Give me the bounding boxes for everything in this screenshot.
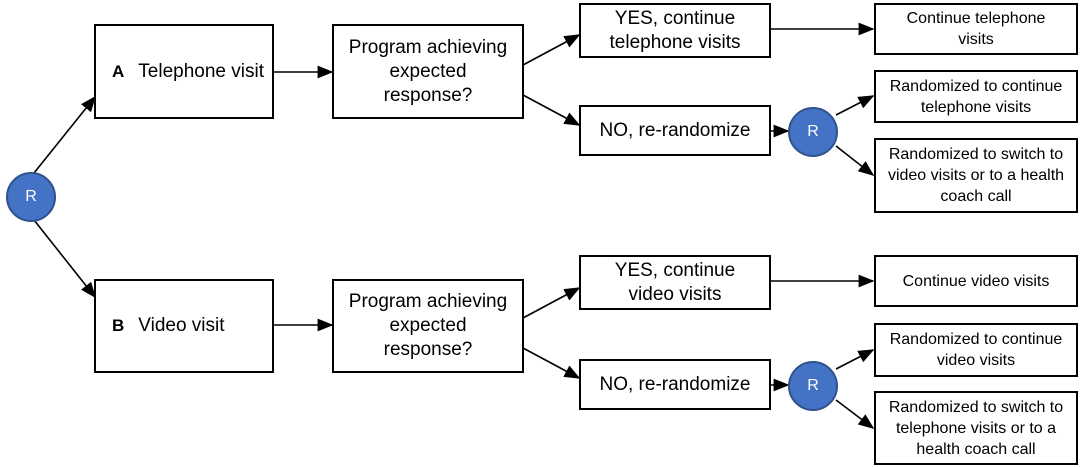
arm-b-yes-outcome-box: Continue video visits xyxy=(874,255,1078,307)
arrow-a-r-to-switch xyxy=(835,145,875,176)
arrow-b-question-to-no xyxy=(522,347,581,379)
arm-a-no-text: NO, re-randomize xyxy=(599,119,751,141)
root-randomization-label: R xyxy=(25,188,37,205)
arm-b-switch-outcome-text: Randomized to switch to telephone visits… xyxy=(888,398,1064,458)
arrow-b-question-to-yes xyxy=(522,287,581,319)
arm-b-continue-outcome-text: Randomized to continue video visits xyxy=(889,331,1063,369)
arm-b-question-box: Program achieving expected response? xyxy=(332,279,524,373)
arm-b-switch-outcome-box: Randomized to switch to telephone visits… xyxy=(874,391,1078,465)
arm-b-yes-outcome-text: Continue video visits xyxy=(902,272,1050,290)
arm-a-box: A Telephone visit xyxy=(94,24,274,119)
arm-a-question-text: Program achieving expected response? xyxy=(348,36,508,106)
arm-b-no-text: NO, re-randomize xyxy=(599,373,751,395)
arrow-b-r-to-continue xyxy=(835,349,875,370)
arrow-a-r-to-continue xyxy=(835,95,875,116)
arm-a-yes-text: YES, continue telephone visits xyxy=(609,7,741,53)
root-randomization-node: R xyxy=(6,172,56,222)
arrow-root-to-a xyxy=(33,95,97,174)
arm-a-rerandomize-label: R xyxy=(807,123,819,140)
arm-a-continue-outcome-box: Randomized to continue telephone visits xyxy=(874,70,1078,123)
arm-b-continue-outcome-box: Randomized to continue video visits xyxy=(874,323,1078,377)
arm-a-switch-outcome-box: Randomized to switch to video visits or … xyxy=(874,138,1078,213)
arm-a-label: Telephone visit xyxy=(138,60,264,82)
arm-a-letter: A xyxy=(112,61,125,81)
arrow-root-to-b xyxy=(33,219,96,299)
arm-a-yes-outcome-box: Continue telephone visits xyxy=(874,3,1078,55)
arm-b-letter: B xyxy=(112,316,125,335)
arm-a-continue-outcome-text: Randomized to continue telephone visits xyxy=(889,77,1063,116)
arm-a-question-box: Program achieving expected response? xyxy=(332,24,524,119)
arm-b-label: Video visit xyxy=(138,315,225,336)
arm-a-yes-box: YES, continue telephone visits xyxy=(579,3,771,58)
arm-b-question-text: Program achieving expected response? xyxy=(348,291,508,360)
arrow-a-question-to-no xyxy=(522,94,581,126)
arm-a-no-box: NO, re-randomize xyxy=(579,105,771,156)
arm-a-yes-outcome-text: Continue telephone visits xyxy=(906,10,1046,48)
arrow-b-r-to-switch xyxy=(835,399,875,429)
arm-b-no-box: NO, re-randomize xyxy=(579,359,771,410)
arm-a-switch-outcome-text: Randomized to switch to video visits or … xyxy=(887,146,1065,205)
arm-b-yes-text: YES, continue video visits xyxy=(614,259,736,305)
arrow-a-question-to-yes xyxy=(522,34,581,66)
arm-b-rerandomize-label: R xyxy=(807,377,819,394)
arm-b-yes-box: YES, continue video visits xyxy=(579,255,771,310)
arm-b-box: B Video visit xyxy=(94,279,274,373)
arm-b-rerandomize-node: R xyxy=(788,361,838,411)
arm-a-rerandomize-node: R xyxy=(788,107,838,157)
